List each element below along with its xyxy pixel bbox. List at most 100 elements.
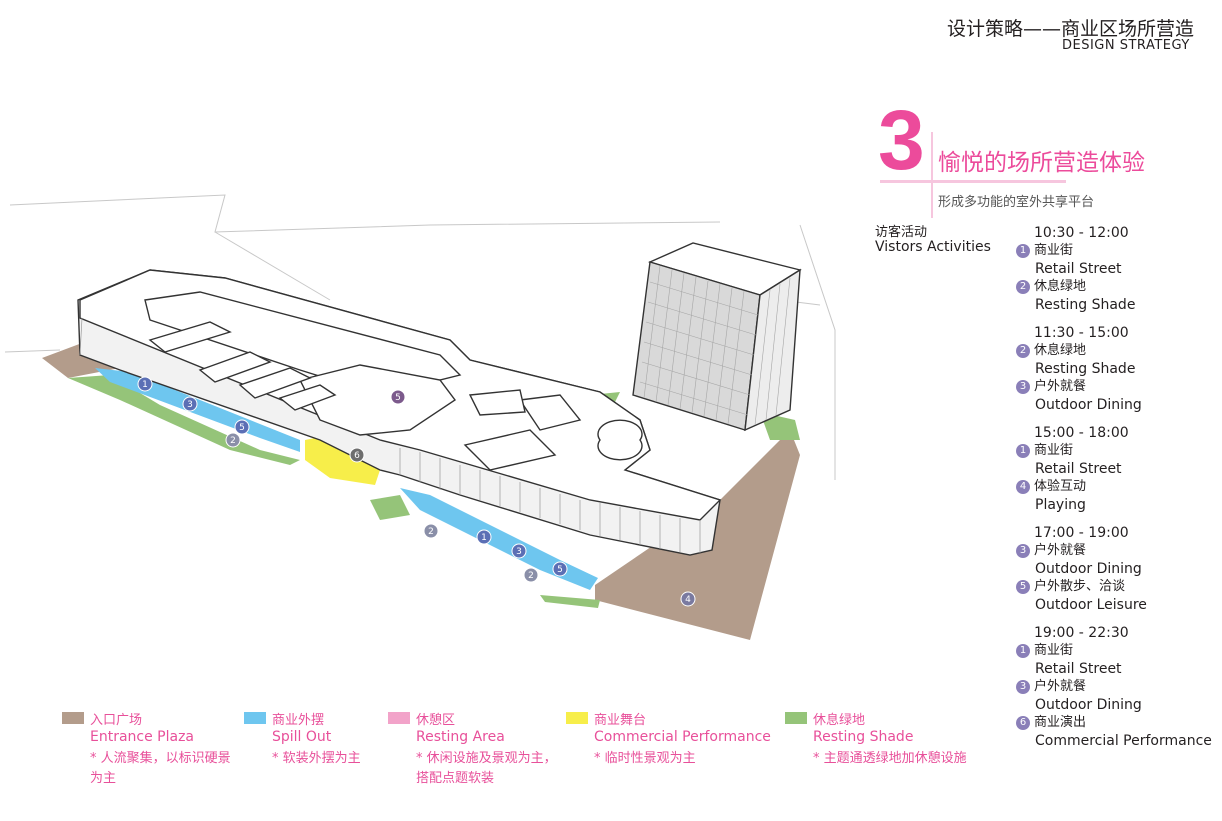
activity-item: 1 商业街 Retail Street [1016, 642, 1222, 678]
activity-label-cn: 商业演出 [1034, 715, 1087, 730]
tower-facade-grid [639, 265, 791, 426]
legend-note: * 主题通透绿地加休憩设施 [813, 751, 967, 766]
activity-number-badge: 3 [1016, 380, 1030, 394]
activity-item: 3 户外就餐 Outdoor Dining [1016, 678, 1222, 714]
accent-cross-vertical [931, 132, 933, 218]
svg-text:6: 6 [354, 451, 360, 461]
activity-number-badge: 1 [1016, 244, 1030, 258]
visitors-label-en: Vistors Activities [875, 239, 991, 255]
feature-title: 愉悦的场所营造体验 [938, 150, 1145, 176]
map-marker-5: 5 [390, 389, 406, 405]
activity-label-cn: 户外就餐 [1034, 679, 1087, 694]
legend-label-cn: 休息绿地 [813, 713, 866, 728]
legend-note: * 软装外摆为主 [272, 751, 361, 766]
activity-number-badge: 4 [1016, 480, 1030, 494]
slot-time: 10:30 - 12:00 [1034, 225, 1129, 241]
activity-label-cn: 休息绿地 [1034, 279, 1087, 294]
activity-label-en: Outdoor Dining [1035, 397, 1142, 413]
slot-time: 11:30 - 15:00 [1034, 325, 1129, 341]
activity-label-cn: 户外散步、洽谈 [1034, 579, 1126, 594]
legend-label-cn: 商业舞台 [594, 713, 647, 728]
site-axonometric-diagram: 1 3 5 2 5 6 2 1 3 2 5 4 [4, 194, 836, 640]
activity-label-cn: 户外就餐 [1034, 379, 1087, 394]
activity-label-cn: 商业街 [1034, 243, 1074, 258]
activity-label-cn: 商业街 [1034, 643, 1074, 658]
activity-label-en: Retail Street [1035, 661, 1122, 677]
activity-item: 6 商业演出 Commercial Performance [1016, 714, 1222, 750]
svg-text:4: 4 [685, 595, 691, 605]
map-marker-2: 2 [423, 523, 439, 539]
activity-label-cn: 体验互动 [1034, 479, 1087, 494]
activity-item: 3 户外就餐 Outdoor Dining [1016, 542, 1222, 578]
activity-item: 2 休息绿地 Resting Shade [1016, 342, 1222, 378]
activity-item: 2 休息绿地 Resting Shade [1016, 278, 1222, 314]
legend-swatch [62, 712, 84, 724]
svg-text:2: 2 [528, 571, 534, 581]
office-tower [632, 242, 802, 432]
legend-label-en: Resting Shade [813, 729, 914, 745]
activity-label-en: Retail Street [1035, 461, 1122, 477]
map-marker-3: 3 [511, 543, 527, 559]
activity-label-cn: 商业街 [1034, 443, 1074, 458]
legend-swatch [388, 712, 410, 724]
schedule-slot: 19:00 - 22:30 1 商业街 Retail Street 3 户外就餐 O… [1016, 625, 1222, 750]
legend-label-en: Entrance Plaza [90, 729, 195, 745]
map-marker-4: 4 [680, 591, 696, 607]
legend-label-en: Spill Out [272, 729, 332, 745]
svg-text:5: 5 [557, 565, 563, 575]
activity-number-badge: 6 [1016, 716, 1030, 730]
map-markers: 1 3 5 2 5 6 2 1 3 2 5 4 [137, 376, 696, 607]
svg-text:1: 1 [481, 533, 487, 543]
svg-text:3: 3 [187, 400, 193, 410]
activity-label-cn: 户外就餐 [1034, 543, 1087, 558]
activity-label-en: Retail Street [1035, 261, 1122, 277]
activity-label-en: Outdoor Leisure [1035, 597, 1147, 613]
map-marker-6: 6 [349, 447, 365, 463]
activity-label-en: Outdoor Dining [1035, 561, 1142, 577]
slot-time: 17:00 - 19:00 [1034, 525, 1129, 541]
map-marker-2: 2 [225, 432, 241, 448]
legend-label-en: Resting Area [416, 729, 505, 745]
legend-label-cn: 休憩区 [416, 713, 456, 728]
activity-label-en: Commercial Performance [1035, 733, 1212, 749]
legend-label-cn: 入口广场 [90, 713, 143, 728]
map-marker-5: 5 [234, 419, 250, 435]
activity-schedule: 10:30 - 12:00 1 商业街 Retail Street 2 休息绿地 R… [1016, 225, 1222, 761]
svg-text:5: 5 [239, 423, 245, 433]
activity-number-badge: 3 [1016, 544, 1030, 558]
legend-swatch [785, 712, 807, 724]
entrance-plaza-left [42, 340, 120, 378]
map-marker-1: 1 [137, 376, 153, 392]
svg-text:2: 2 [230, 436, 236, 446]
activity-number-badge: 2 [1016, 280, 1030, 294]
activity-label-en: Resting Shade [1035, 361, 1136, 377]
slot-time: 15:00 - 18:00 [1034, 425, 1129, 441]
activity-label-cn: 休息绿地 [1034, 343, 1087, 358]
schedule-slot: 10:30 - 12:00 1 商业街 Retail Street 2 休息绿地 R… [1016, 225, 1222, 314]
podium-facade [79, 317, 701, 553]
slot-time: 19:00 - 22:30 [1034, 625, 1129, 641]
svg-text:3: 3 [516, 547, 522, 557]
header-title-en: DESIGN STRATEGY [1062, 38, 1190, 53]
activity-item: 3 户外就餐 Outdoor Dining [1016, 378, 1222, 414]
activity-label-en: Resting Shade [1035, 297, 1136, 313]
map-marker-5: 5 [552, 561, 568, 577]
legend-label-cn: 商业外摆 [272, 713, 325, 728]
activity-label-en: Outdoor Dining [1035, 697, 1142, 713]
map-marker-2: 2 [523, 567, 539, 583]
legend-label-en: Commercial Performance [594, 729, 771, 745]
svg-text:1: 1 [142, 380, 148, 390]
activity-number-badge: 2 [1016, 344, 1030, 358]
activity-label-en: Playing [1035, 497, 1086, 513]
legend-note: * 人流聚集，以标识硬景为主 [90, 751, 231, 786]
legend-swatch [566, 712, 588, 724]
map-marker-3: 3 [182, 396, 198, 412]
activity-number-badge: 3 [1016, 680, 1030, 694]
svg-text:2: 2 [428, 527, 434, 537]
feature-subtitle: 形成多功能的室外共享平台 [938, 195, 1095, 210]
activity-number-badge: 1 [1016, 644, 1030, 658]
